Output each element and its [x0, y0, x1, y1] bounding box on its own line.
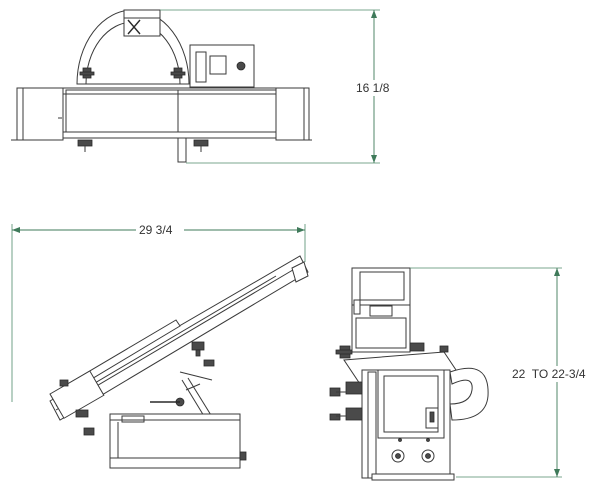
end-clamps-left [329, 381, 363, 421]
hub-cross [127, 19, 141, 35]
dimension-height-top: 16 1/8 [160, 9, 401, 164]
left-chute [16, 87, 64, 141]
end-view-machine [329, 267, 489, 481]
inclined-bed [49, 255, 309, 421]
end-control-knobs [391, 438, 435, 463]
dimension-label-length: 29 3/4 [139, 223, 173, 237]
dimension-label-height-top: 16 1/8 [356, 81, 390, 95]
left-lock-knob [79, 67, 95, 79]
end-knob-right [409, 342, 449, 353]
side-view-machine [49, 255, 309, 469]
motor-knob [236, 61, 246, 71]
right-lock-knob [170, 67, 186, 79]
top-view-machine [11, 9, 312, 163]
dimension-height-range: 22 TO 22-3/4 [410, 267, 596, 478]
side-stand [109, 413, 241, 467]
end-knob-upper [335, 345, 353, 359]
side-clamp-upper [191, 341, 215, 367]
dimension-overall-length: 29 3/4 [11, 222, 306, 402]
side-tilt-knob [150, 397, 185, 407]
end-chute [449, 367, 489, 421]
dimension-label-height-range: 22 TO 22-3/4 [512, 367, 586, 381]
side-clamp-lower [59, 379, 95, 436]
